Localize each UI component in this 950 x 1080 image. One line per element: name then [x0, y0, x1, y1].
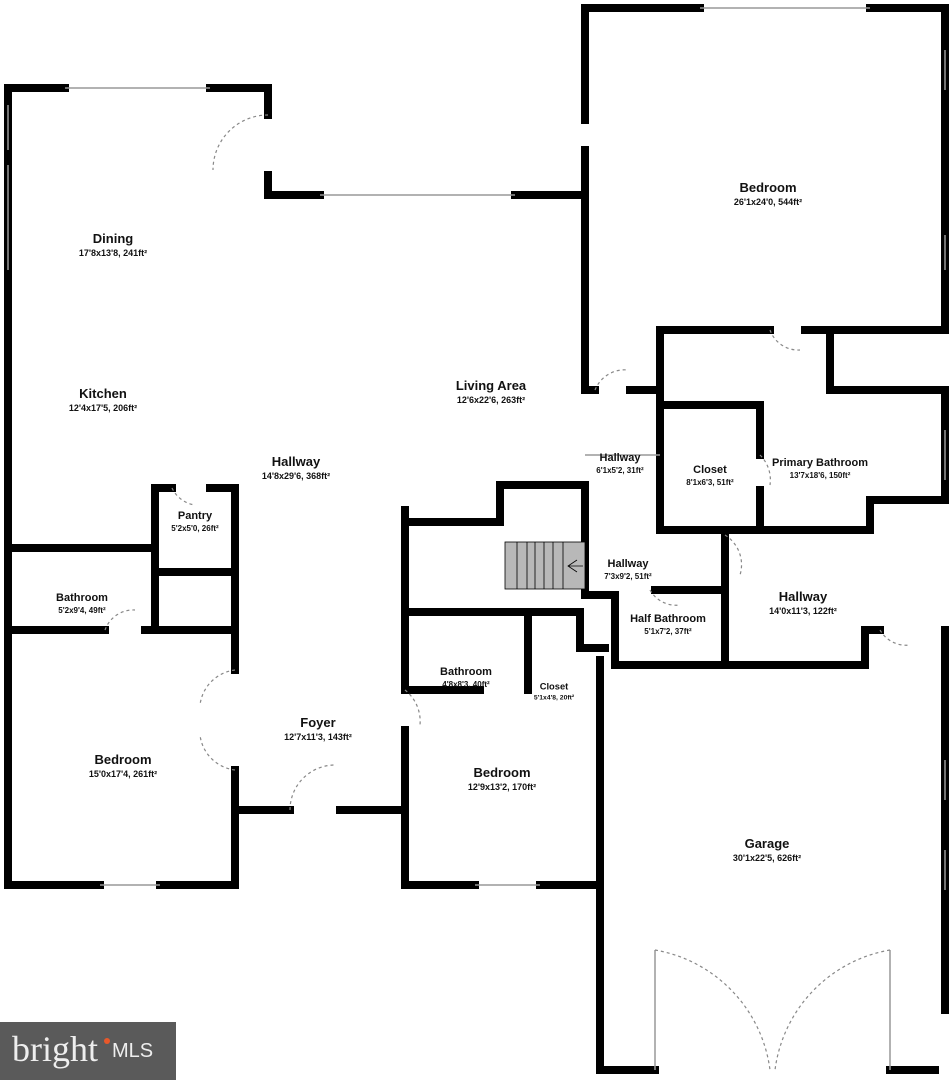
- bright-mls-logo: bright MLS: [0, 1022, 176, 1080]
- room-dims: 12'4x17'5, 206ft²: [68, 403, 138, 413]
- room-primary-bathroom: Primary Bathroom 13'7x18'6, 150ft²: [772, 457, 868, 480]
- room-hallway-garage: Hallway 14'0x11'3, 122ft²: [769, 589, 837, 616]
- room-dims: 5'1x7'2, 37ft²: [644, 627, 692, 636]
- room-dims: 13'7x18'6, 150ft²: [789, 471, 851, 480]
- room-hallway-main: Hallway 14'8x29'6, 368ft²: [262, 454, 330, 481]
- room-name: Dining: [92, 231, 134, 246]
- room-name: Bedroom: [94, 752, 152, 767]
- room-bedroom-large: Bedroom 26'1x24'0, 544ft²: [734, 180, 802, 207]
- room-foyer: Foyer 12'7x11'3, 143ft²: [284, 715, 352, 742]
- room-name: Foyer: [300, 715, 336, 730]
- room-name: Closet: [693, 464, 727, 476]
- room-name: Bedroom: [739, 180, 797, 195]
- room-dims: 7'3x9'2, 51ft²: [604, 572, 652, 581]
- logo-brand: bright: [12, 1029, 98, 1069]
- room-name: Kitchen: [79, 386, 127, 401]
- room-name: Primary Bathroom: [772, 457, 868, 469]
- room-bathroom-west: Bathroom 5'2x9'4, 49ft²: [56, 592, 108, 615]
- room-name: Bedroom: [473, 765, 531, 780]
- room-dims: 12'6x22'6, 263ft²: [456, 395, 526, 405]
- room-name: Closet: [539, 681, 569, 692]
- room-closet-primary: Closet 8'1x6'3, 51ft²: [686, 464, 733, 487]
- room-dims: 6'1x5'2, 31ft²: [596, 466, 644, 475]
- room-dims: 5'2x9'4, 49ft²: [58, 606, 106, 615]
- room-dims: 5'1x4'8, 20ft²: [533, 693, 575, 702]
- room-dims: 26'1x24'0, 544ft²: [733, 197, 803, 207]
- room-kitchen: Kitchen 12'4x17'5, 206ft²: [69, 386, 137, 413]
- logo-suffix: MLS: [112, 1040, 154, 1062]
- room-dims: 5'2x5'0, 26ft²: [171, 524, 219, 533]
- room-bedroom-west: Bedroom 15'0x17'4, 261ft²: [89, 752, 157, 779]
- room-dims: 4'8x8'3, 40ft²: [442, 680, 490, 689]
- room-pantry: Pantry 5'2x5'0, 26ft²: [171, 510, 218, 533]
- room-dims: 15'0x17'4, 261ft²: [88, 769, 158, 779]
- room-half-bathroom: Half Bathroom 5'1x7'2, 37ft²: [630, 613, 706, 636]
- room-name: Hallway: [599, 452, 641, 464]
- room-hallway-stairs: Hallway 7'3x9'2, 51ft²: [604, 558, 651, 581]
- room-name: Pantry: [177, 510, 213, 522]
- room-dims: 8'1x6'3, 51ft²: [686, 478, 734, 487]
- stairs: [504, 541, 586, 590]
- room-dims: 17'8x13'8, 241ft²: [78, 248, 148, 258]
- room-name: Hallway: [607, 558, 649, 570]
- room-name: Hallway: [271, 454, 321, 469]
- room-dims: 12'9x13'2, 170ft²: [467, 782, 537, 792]
- room-name: Living Area: [455, 378, 527, 393]
- room-living-area: Living Area 12'6x22'6, 263ft²: [456, 378, 526, 405]
- room-dims: 14'8x29'6, 368ft²: [261, 471, 331, 481]
- logo-accent-dot: [104, 1038, 110, 1044]
- room-bedroom-center: Bedroom 12'9x13'2, 170ft²: [468, 765, 536, 792]
- room-dining: Dining 17'8x13'8, 241ft²: [79, 231, 147, 258]
- room-hallway-small: Hallway 6'1x5'2, 31ft²: [596, 452, 643, 475]
- room-dims: 12'7x11'3, 143ft²: [284, 732, 352, 742]
- room-dims: 14'0x11'3, 122ft²: [769, 606, 837, 616]
- room-name: Bathroom: [440, 666, 492, 678]
- room-name: Hallway: [778, 589, 828, 604]
- room-name: Bathroom: [56, 592, 108, 604]
- room-garage: Garage 30'1x22'5, 626ft²: [733, 836, 801, 863]
- room-bathroom-center: Bathroom 4'8x8'3, 40ft²: [440, 666, 492, 689]
- room-name: Garage: [744, 836, 790, 851]
- room-name: Half Bathroom: [630, 613, 706, 625]
- room-dims: 30'1x22'5, 626ft²: [732, 853, 802, 863]
